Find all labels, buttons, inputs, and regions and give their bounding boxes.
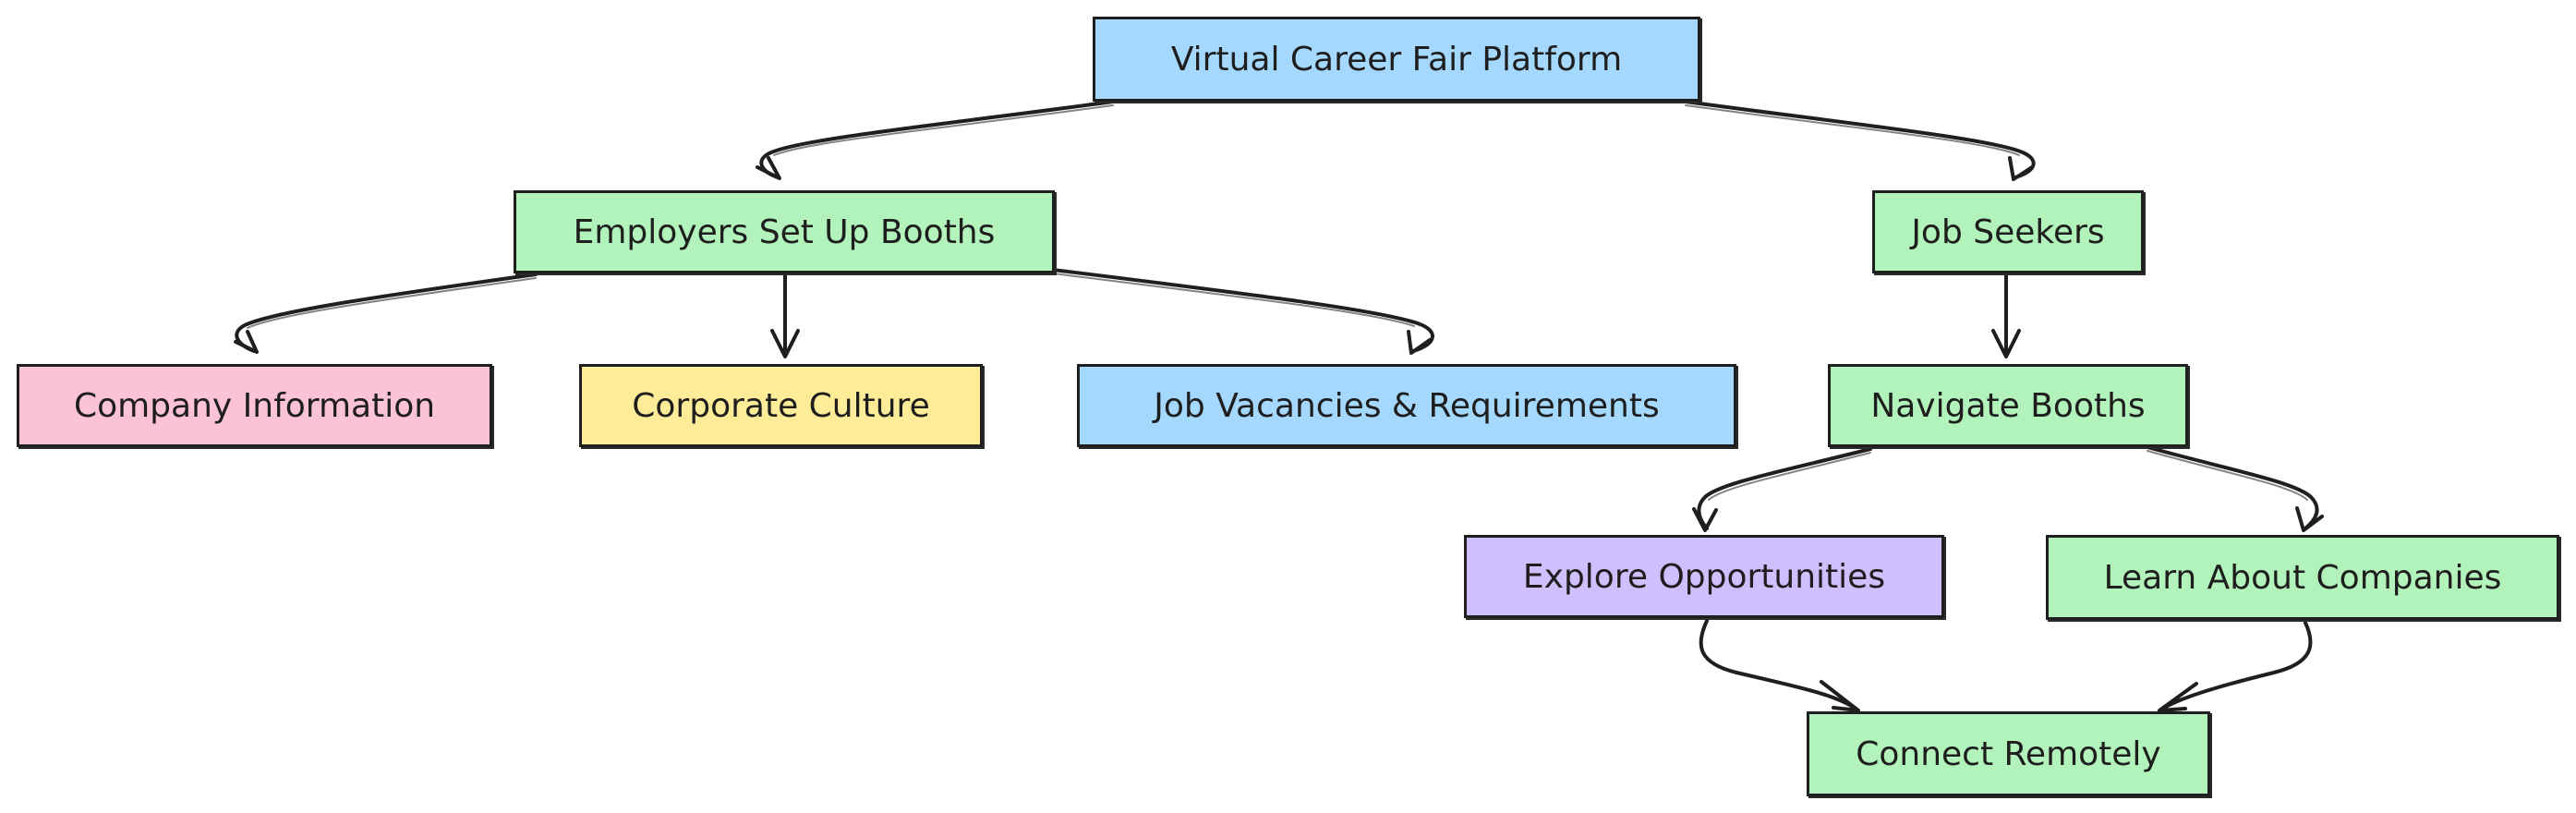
- node-navigate-booths[interactable]: Navigate Booths: [1828, 364, 2188, 447]
- node-employers-set-up-booths[interactable]: Employers Set Up Booths: [514, 190, 1055, 273]
- node-virtual-career-fair-platform[interactable]: Virtual Career Fair Platform: [1093, 17, 1700, 102]
- edge-navigate-to-explore: [1692, 447, 1872, 532]
- node-explore-opportunities[interactable]: Explore Opportunities: [1464, 535, 1944, 618]
- edge-navigate-to-learn: [2146, 445, 2324, 532]
- node-job-seekers[interactable]: Job Seekers: [1872, 190, 2144, 273]
- node-label: Connect Remotely: [1856, 734, 2161, 773]
- node-label: Job Vacancies & Requirements: [1154, 386, 1660, 425]
- edge-employers-to-vacancies: [1051, 268, 1434, 355]
- node-corporate-culture[interactable]: Corporate Culture: [579, 364, 983, 447]
- edge-learn-to-connect: [2158, 621, 2313, 712]
- node-label: Company Information: [73, 386, 436, 425]
- node-job-vacancies-requirements[interactable]: Job Vacancies & Requirements: [1077, 364, 1736, 447]
- node-label: Explore Opportunities: [1522, 557, 1886, 596]
- node-learn-about-companies[interactable]: Learn About Companies: [2046, 535, 2559, 620]
- edge-platform-to-job-seekers: [1684, 100, 2036, 181]
- node-label: Virtual Career Fair Platform: [1170, 40, 1623, 79]
- node-company-information[interactable]: Company Information: [17, 364, 492, 447]
- node-connect-remotely[interactable]: Connect Remotely: [1807, 711, 2210, 796]
- node-label: Job Seekers: [1911, 212, 2105, 251]
- edge-employers-to-culture: [770, 273, 800, 358]
- node-label: Learn About Companies: [2103, 558, 2502, 597]
- edge-platform-to-employers: [756, 100, 1115, 180]
- edge-employers-to-company-info: [234, 273, 538, 354]
- edge-explore-to-connect: [1699, 619, 1860, 712]
- node-label: Navigate Booths: [1870, 386, 2146, 425]
- node-label: Corporate Culture: [632, 386, 930, 425]
- edge-job-seekers-to-navigate: [1991, 273, 2021, 358]
- node-label: Employers Set Up Booths: [573, 212, 996, 251]
